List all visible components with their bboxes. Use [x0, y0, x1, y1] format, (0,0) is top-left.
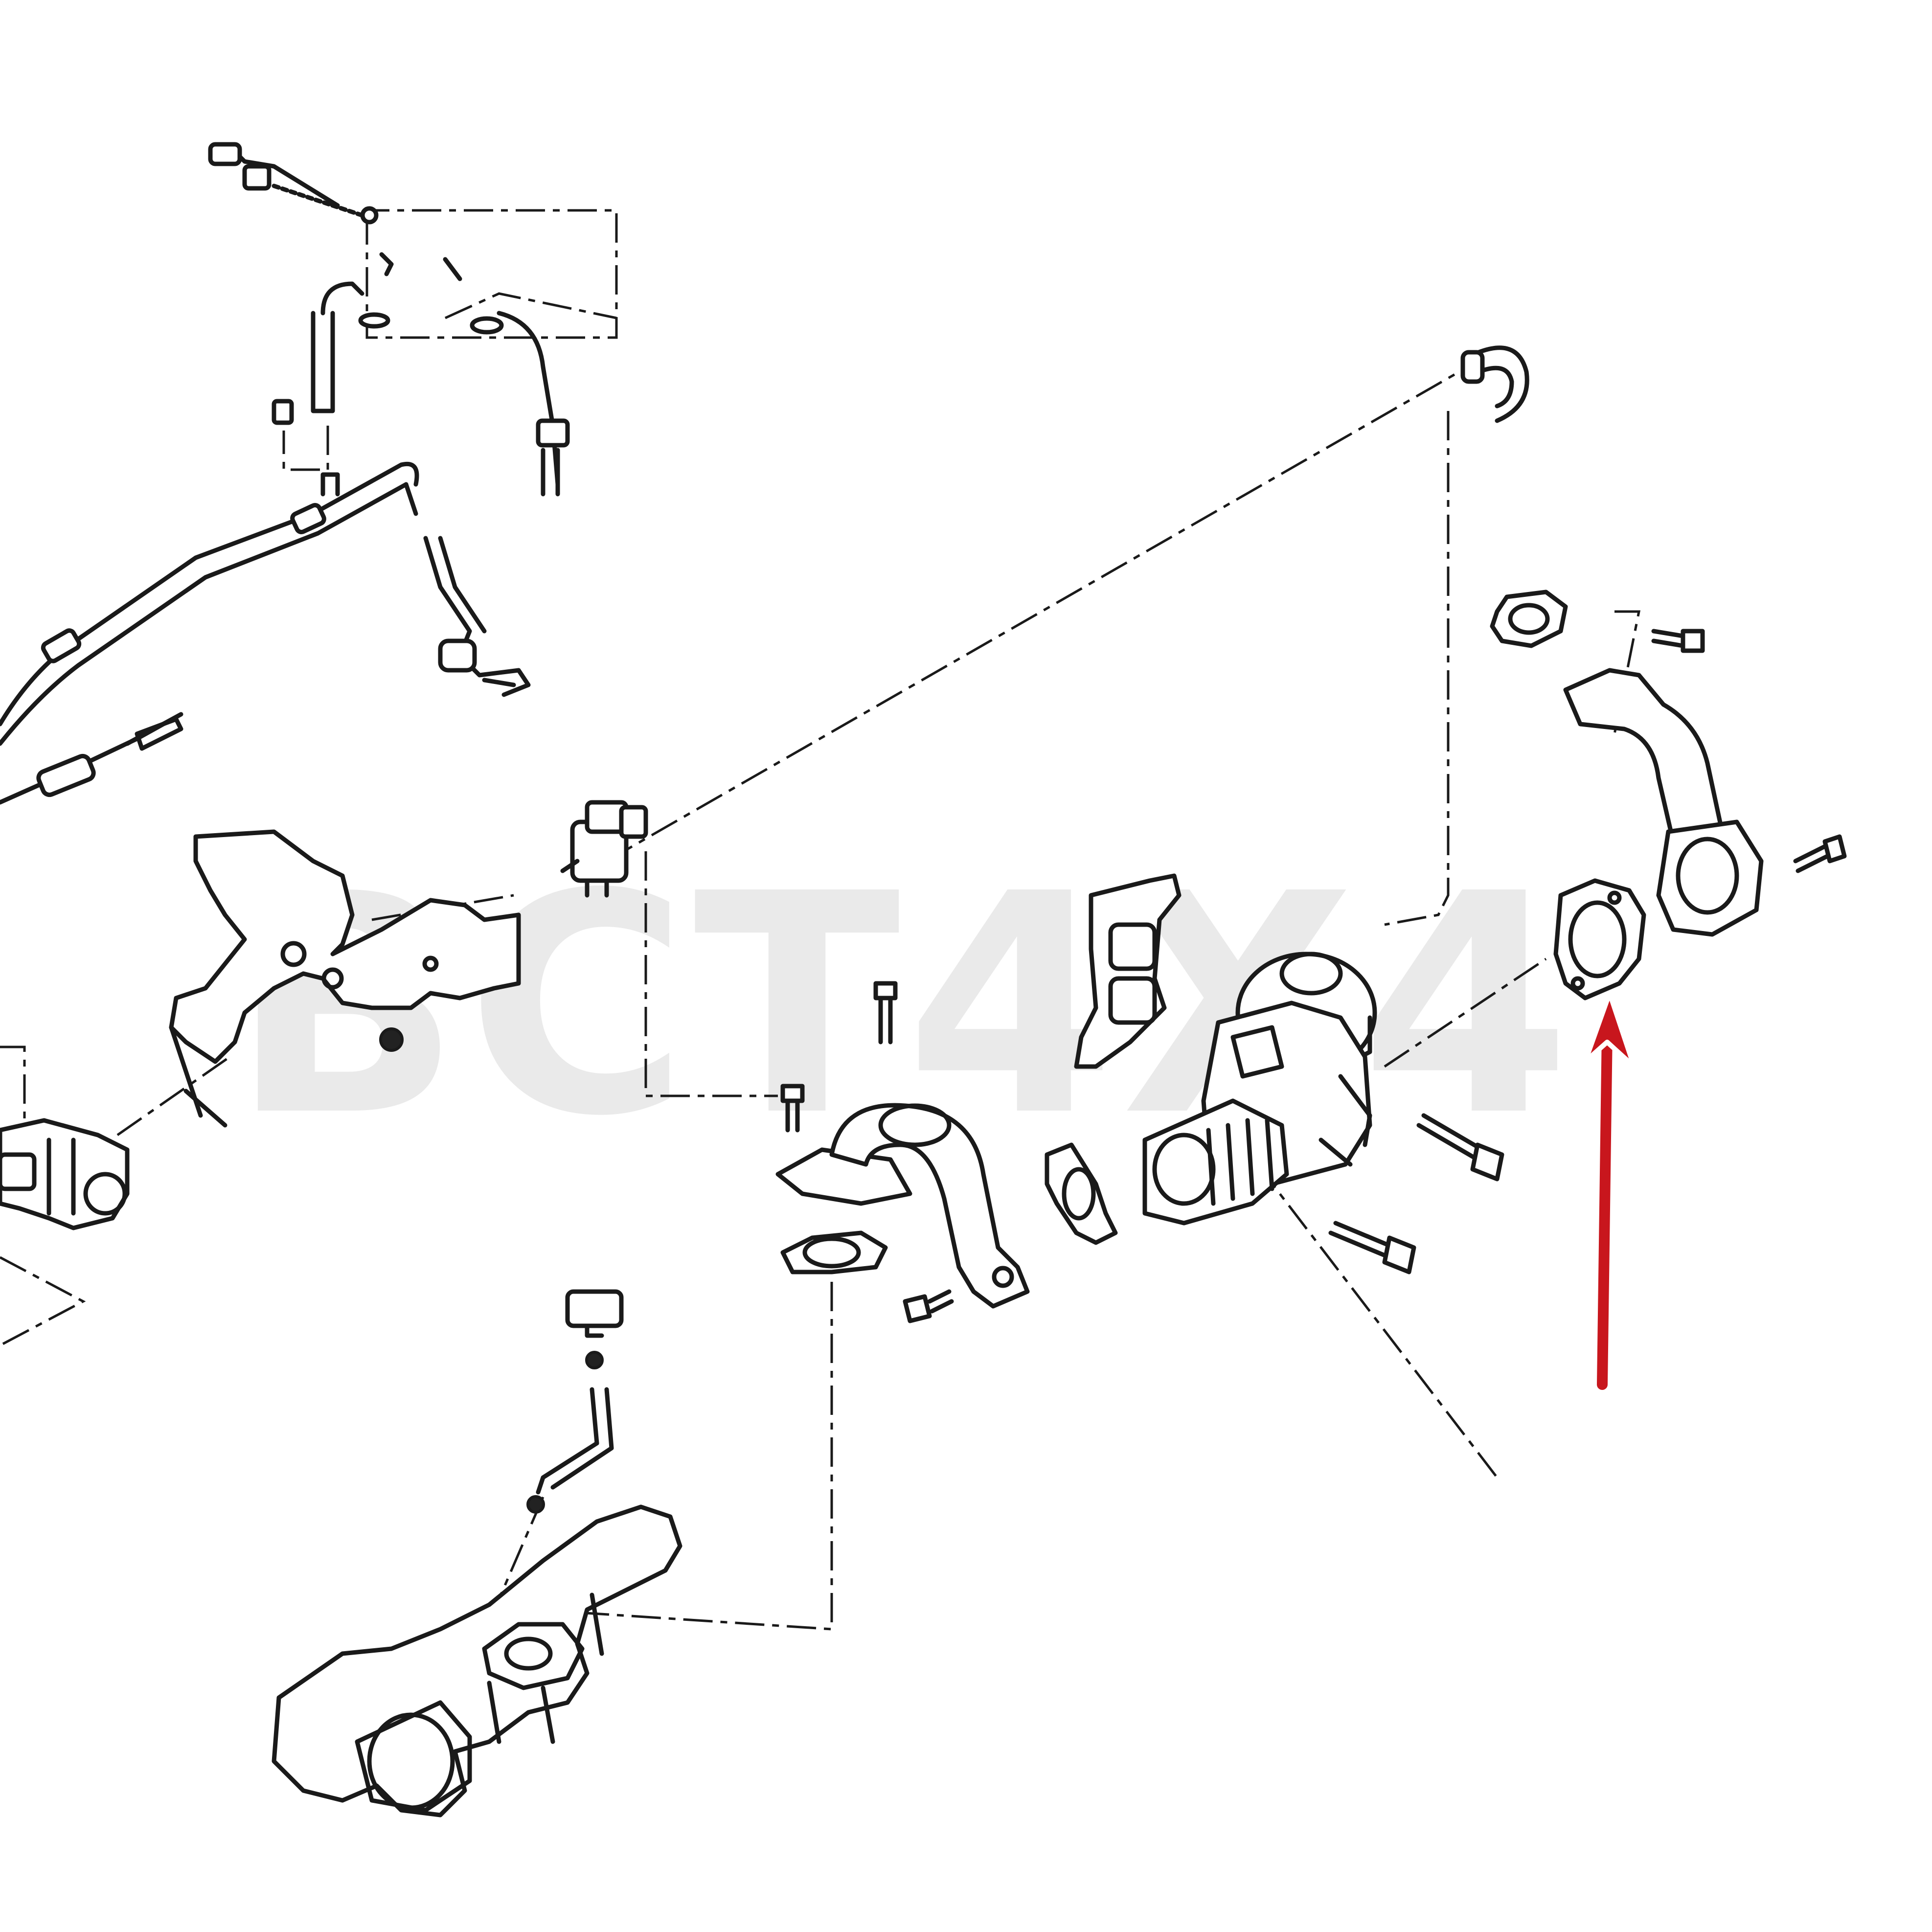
vacuum-line-assembly [208, 142, 570, 497]
fitting-nipple [272, 399, 294, 425]
wire-clip [242, 164, 272, 191]
pressure-sensor-hose [526, 1289, 624, 1514]
vacuum-solenoid-valve [560, 800, 648, 898]
vacuum-hose-a-body [311, 311, 335, 413]
bolt-a [873, 981, 898, 1045]
throttle-gasket [1074, 873, 1182, 1069]
egr-actuator-left [0, 1118, 130, 1230]
vacuum-hose-b [497, 311, 560, 487]
elbow-flange-gasket [780, 1230, 888, 1274]
red-arrow-icon [1583, 991, 1637, 1390]
egr-cooler-gasket [1553, 878, 1646, 1000]
mounting-bracket [169, 829, 521, 1128]
bolt-d [1416, 1113, 1504, 1182]
egr-elbow-pipe [775, 1103, 1030, 1309]
bolt-g [1793, 834, 1847, 873]
hose-clamp-a [358, 312, 390, 329]
bracket-bolt-head [379, 1027, 404, 1052]
sensor-connector [208, 142, 242, 166]
bolt-c [903, 1289, 954, 1323]
hose-clamp-b [470, 316, 504, 335]
valve-side-gasket [1045, 1142, 1118, 1245]
vacuum-pipe [0, 462, 419, 805]
egr-valve-assembly [1142, 952, 1377, 1226]
intake-manifold [272, 1504, 682, 1818]
egr-cooler-pipe [1563, 668, 1764, 937]
bolt-f [1651, 629, 1705, 653]
upper-cooler-gasket [1490, 590, 1568, 648]
fastener-bolts [780, 629, 1847, 1323]
union-fitting [360, 206, 379, 225]
bolt-b [780, 1084, 805, 1133]
elbow-hose [423, 536, 531, 697]
bolt-e [1328, 1221, 1416, 1274]
u-shaped-hose [1460, 345, 1529, 423]
vacuum-hose-a [320, 281, 364, 316]
